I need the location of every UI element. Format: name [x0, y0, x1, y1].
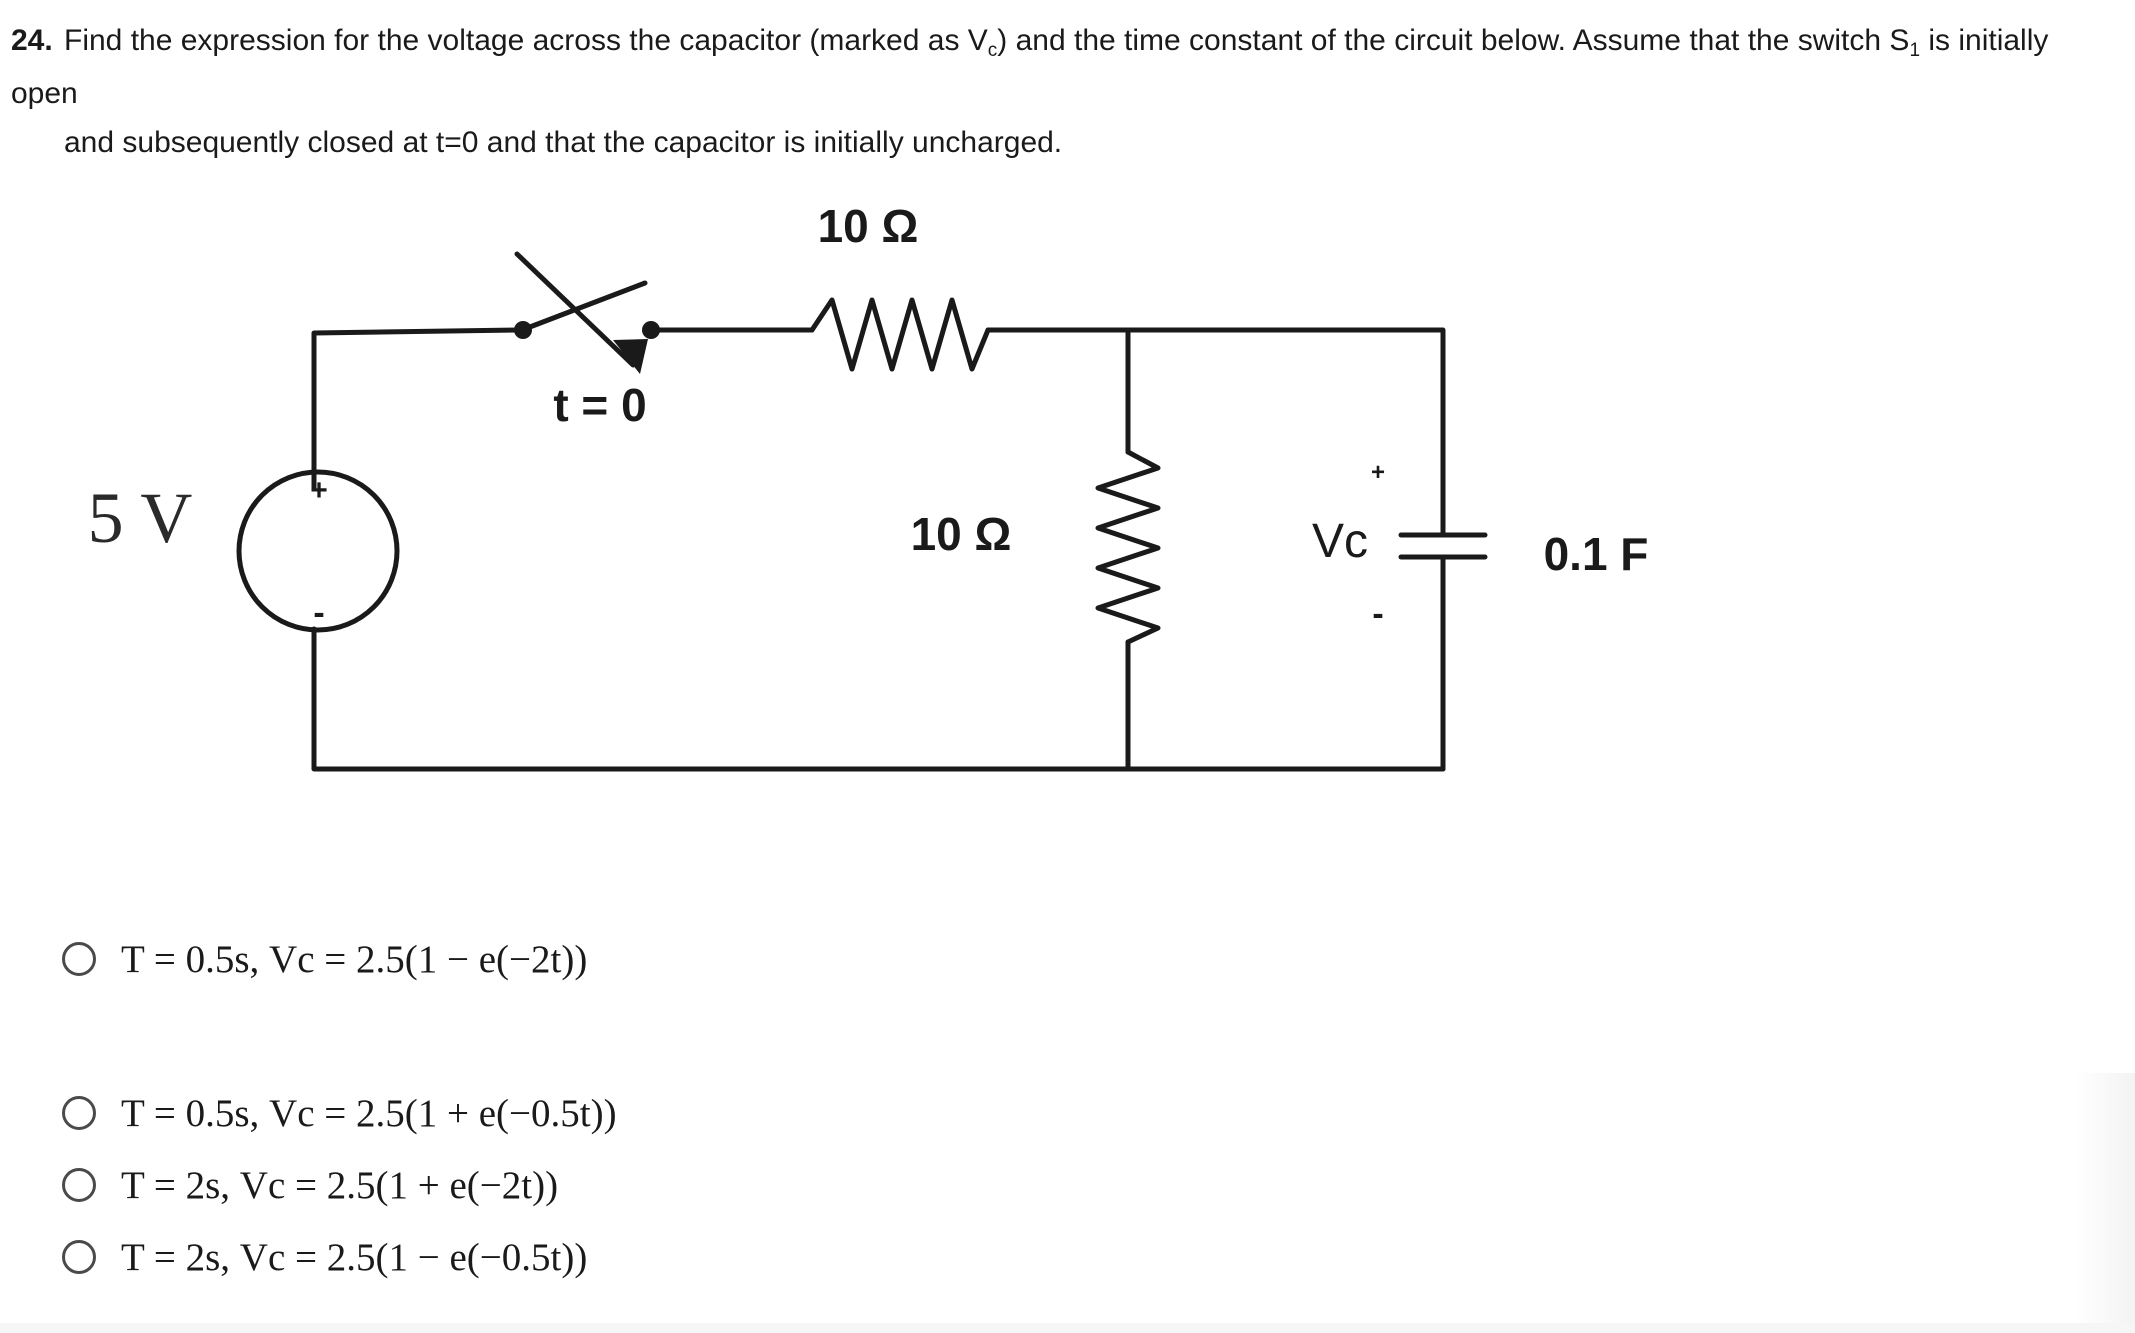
capacitor-label: 0.1 F [1544, 528, 1649, 580]
question-line1-a: Find the expression for the voltage acro… [64, 24, 988, 57]
source-plus-sign: + [310, 474, 328, 507]
answer-option-4[interactable]: T = 2s, Vc = 2.5(1 − e(−0.5t)) [62, 1232, 587, 1282]
option-2-T: T = 0.5s [121, 1091, 250, 1135]
wire-top-right [985, 327, 1446, 538]
question-line2: and subsequently closed at t=0 and that … [64, 126, 1063, 159]
answer-option-1[interactable]: T = 0.5s, Vc = 2.5(1 − e(−2t)) [62, 934, 587, 984]
radio-button[interactable] [62, 942, 96, 976]
question-line1-c: is initially open [11, 24, 2049, 110]
option-4-T: T = 2s [121, 1235, 221, 1279]
switch-contact-right [642, 321, 660, 339]
wire-top-left [311, 327, 523, 492]
question-line1-b: ) and the time constant of the circuit b… [997, 24, 1910, 57]
answer-option-3[interactable]: T = 2s, Vc = 2.5(1 + e(−2t)) [62, 1160, 558, 1210]
radio-button[interactable] [62, 1168, 96, 1202]
source-minus-sign: - [313, 594, 324, 632]
voltage-source [236, 469, 400, 633]
shunt-resistor [1095, 449, 1161, 645]
radio-button[interactable] [62, 1096, 96, 1130]
switch-arrow-head [613, 339, 648, 374]
subscript-1: 1 [1909, 40, 1921, 61]
switch-arrow-line [514, 251, 636, 368]
option-4-Vc: Vc = 2.5(1 − e(−0.5t)) [239, 1235, 588, 1279]
switch-contact-left [514, 321, 532, 339]
option-2-Vc: Vc = 2.5(1 + e(−0.5t)) [269, 1091, 617, 1135]
capacitor-plus-sign: + [1371, 459, 1385, 486]
series-resistor-label: 10 Ω [818, 200, 919, 252]
option-1-T: T = 0.5s [121, 937, 250, 981]
subscript-c: c [987, 40, 998, 61]
shunt-resistor-label: 10 Ω [911, 508, 1012, 560]
option-1-Vc: Vc = 2.5(1 − e(−2t)) [269, 937, 588, 981]
option-3-Vc: Vc = 2.5(1 + e(−2t)) [239, 1163, 559, 1207]
option-3-T: T = 2s [121, 1163, 221, 1207]
switch-blade [519, 280, 648, 333]
answer-option-2[interactable]: T = 0.5s, Vc = 2.5(1 + e(−0.5t)) [62, 1088, 617, 1138]
series-resistor [809, 297, 991, 372]
question-text: 24. Find the expression for the voltage a… [11, 16, 2121, 167]
source-label: 5 V [88, 478, 193, 558]
switch-label: t = 0 [553, 379, 646, 431]
question-number: 24. [11, 24, 53, 57]
bottom-strip [0, 1323, 2135, 1333]
capacitor-voltage-label: Vc [1312, 515, 1368, 568]
radio-button[interactable] [62, 1240, 96, 1274]
right-edge-shade [2075, 1073, 2135, 1333]
wire-bottom [311, 626, 1446, 772]
capacitor-minus-sign: - [1372, 595, 1383, 633]
